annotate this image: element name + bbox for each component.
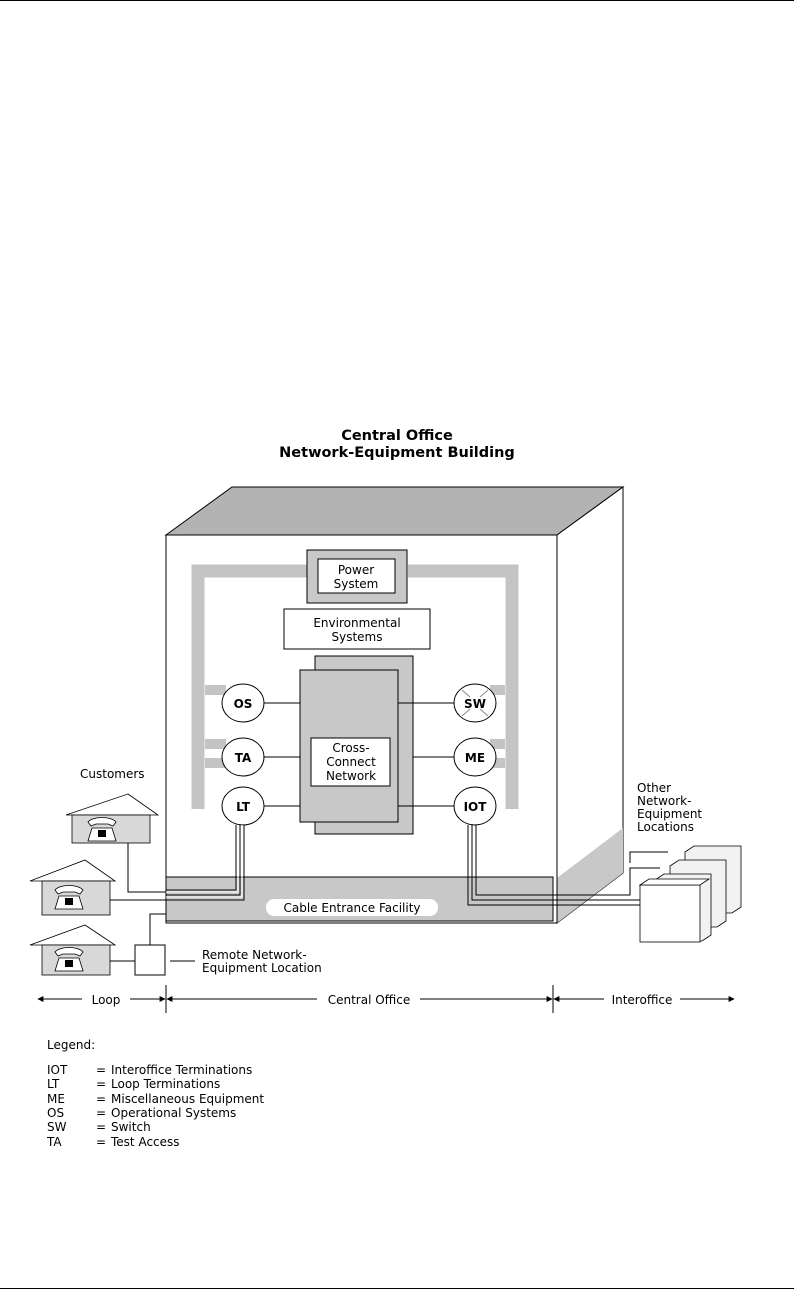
legend-desc: Operational Systems <box>111 1106 236 1120</box>
legend-desc: Test Access <box>110 1135 180 1149</box>
building-roof <box>164 486 625 536</box>
customer-house-3 <box>29 924 117 976</box>
environmental-systems-label-1: Environmental <box>313 616 400 630</box>
power-system-label-2: System <box>334 577 379 591</box>
diagram-title-line2: Network-Equipment Building <box>279 445 515 461</box>
equipment-bus <box>191 564 519 809</box>
legend-eq: = <box>96 1106 106 1120</box>
legend-eq: = <box>96 1092 106 1106</box>
remote-location-label-1: Remote Network- <box>202 948 307 962</box>
node-os <box>221 683 265 723</box>
power-system-box <box>317 558 396 594</box>
node-os-label: OS <box>234 697 253 711</box>
node-ta-label: TA <box>235 751 252 765</box>
power-system-label-1: Power <box>338 563 374 577</box>
cable-entrance-label: Cable Entrance Facility <box>283 901 420 915</box>
environmental-systems-box <box>283 608 431 650</box>
other-locations-label-4: Locations <box>637 820 694 834</box>
node-me <box>453 737 497 777</box>
remote-network-box <box>134 944 166 976</box>
legend: Legend: IOT = Interoffice Terminations L… <box>46 1038 264 1149</box>
node-ta <box>221 737 265 777</box>
legend-desc: Switch <box>111 1120 151 1134</box>
legend-desc: Loop Terminations <box>111 1077 220 1091</box>
legend-eq: = <box>96 1135 106 1149</box>
cable-entrance-label-pill <box>266 899 438 916</box>
legend-abbr: OS <box>47 1106 64 1120</box>
environmental-systems-label-2: Systems <box>332 630 383 644</box>
telephone-icon <box>87 817 117 842</box>
legend-abbr: SW <box>47 1120 67 1134</box>
legend-abbr: ME <box>47 1092 65 1106</box>
bottom-rule <box>0 1288 794 1289</box>
node-lt-label: LT <box>236 800 251 814</box>
legend-desc: Interoffice Terminations <box>111 1063 252 1077</box>
switch-spokes <box>461 689 489 717</box>
node-me-label: ME <box>465 751 485 765</box>
legend-eq: = <box>96 1063 106 1077</box>
other-location-buildings <box>638 845 742 943</box>
cross-connect-label-1: Cross- <box>332 741 369 755</box>
diagram-title-line1: Central Office <box>341 428 453 444</box>
node-iot <box>453 786 497 826</box>
other-locations-label-2: Network- <box>637 794 691 808</box>
zone-loop-label: Loop <box>92 993 121 1007</box>
remote-location-label-2: Equipment Location <box>202 961 322 975</box>
legend-eq: = <box>96 1120 106 1134</box>
interoffice-cables <box>467 825 668 906</box>
zone-scale <box>37 985 735 1013</box>
legend-abbr: TA <box>46 1135 62 1149</box>
zone-central-office-label: Central Office <box>328 993 411 1007</box>
other-locations-label-1: Other <box>637 781 671 795</box>
legend-abbr: IOT <box>47 1063 68 1077</box>
cross-connect-label-3: Network <box>326 769 376 783</box>
legend-abbr: LT <box>47 1077 60 1091</box>
node-links <box>263 702 454 807</box>
customers-label: Customers <box>80 767 145 781</box>
customer-house-2 <box>29 859 117 916</box>
other-locations-label-3: Equipment <box>637 807 702 821</box>
telephone-icon <box>54 885 84 910</box>
legend-eq: = <box>96 1077 106 1091</box>
top-rule <box>0 0 794 1</box>
node-lt <box>221 786 265 826</box>
cross-connect-box <box>310 737 391 787</box>
telephone-icon <box>54 947 84 972</box>
building-side-base <box>557 828 623 923</box>
customer-house-1 <box>65 793 160 844</box>
legend-desc: Miscellaneous Equipment <box>111 1092 264 1106</box>
node-iot-label: IOT <box>464 800 488 814</box>
node-sw <box>453 683 497 723</box>
legend-title: Legend: <box>47 1038 95 1052</box>
cross-connect-label-2: Connect <box>326 755 376 769</box>
zone-interoffice-label: Interoffice <box>612 993 673 1007</box>
node-sw-label: SW <box>464 697 486 711</box>
